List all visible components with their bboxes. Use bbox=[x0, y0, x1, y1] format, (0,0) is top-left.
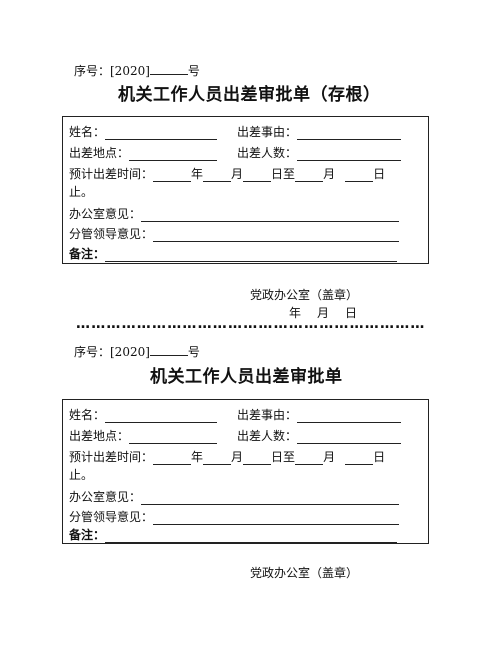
leader-opinion-label: 分管领导意见： bbox=[69, 510, 154, 524]
row-office: 办公室意见： bbox=[69, 205, 400, 222]
row-leader: 分管领导意见： bbox=[69, 225, 400, 242]
row-name-reason: 姓名： 出差事由： bbox=[69, 123, 402, 140]
day-end-field[interactable] bbox=[345, 452, 374, 465]
stop-label: 止。 bbox=[69, 185, 94, 199]
name-label: 姓名： bbox=[69, 125, 106, 139]
month2-label: 月 bbox=[323, 167, 336, 181]
remark-label: 备注： bbox=[69, 247, 106, 261]
name-field[interactable] bbox=[105, 127, 218, 140]
date-day: 日 bbox=[345, 306, 358, 320]
day-field[interactable] bbox=[243, 169, 272, 182]
count-field[interactable] bbox=[297, 431, 402, 444]
year-label: 年 bbox=[191, 450, 204, 464]
date-month: 月 bbox=[317, 306, 330, 320]
row-stop: 止。 bbox=[69, 466, 93, 483]
row-remark: 备注： bbox=[69, 526, 398, 543]
day-end-label: 日 bbox=[373, 450, 386, 464]
count-label: 出差人数： bbox=[237, 429, 298, 443]
location-label: 出差地点： bbox=[69, 429, 130, 443]
reason-label: 出差事由： bbox=[237, 408, 298, 422]
year-field[interactable] bbox=[153, 452, 192, 465]
row-location-count: 出差地点： 出差人数： bbox=[69, 427, 402, 444]
date-year: 年 bbox=[289, 306, 302, 320]
row-name-reason: 姓名： 出差事由： bbox=[69, 406, 402, 423]
office-opinion-label: 办公室意见： bbox=[69, 490, 142, 504]
leader-opinion-label: 分管领导意见： bbox=[69, 227, 154, 241]
serial-suffix: 号 bbox=[187, 345, 200, 359]
serial-suffix: 号 bbox=[187, 64, 200, 78]
form-box: 姓名： 出差事由： 出差地点： 出差人数： 预计出差时间： 年 月 日至 月 日 止。 办公室… bbox=[62, 399, 429, 544]
form-title: 机关工作人员出差审批单 bbox=[150, 367, 343, 387]
serial-blank[interactable] bbox=[149, 63, 188, 75]
month2-label: 月 bbox=[323, 450, 336, 464]
count-field[interactable] bbox=[297, 148, 402, 161]
office-opinion-field[interactable] bbox=[141, 209, 400, 222]
serial-label: 序号：[2020] bbox=[74, 345, 150, 359]
row-leader: 分管领导意见： bbox=[69, 508, 400, 525]
leader-opinion-field[interactable] bbox=[153, 229, 400, 242]
time-label: 预计出差时间： bbox=[69, 167, 154, 181]
day-to-label: 日至 bbox=[271, 450, 296, 464]
cut-line: …………………………………………………………… bbox=[76, 316, 426, 332]
name-label: 姓名： bbox=[69, 408, 106, 422]
location-label: 出差地点： bbox=[69, 146, 130, 160]
year-field[interactable] bbox=[153, 169, 192, 182]
year-label: 年 bbox=[191, 167, 204, 181]
reason-label: 出差事由： bbox=[237, 125, 298, 139]
month2-field[interactable] bbox=[295, 452, 324, 465]
month2-field[interactable] bbox=[295, 169, 324, 182]
day-end-label: 日 bbox=[373, 167, 386, 181]
row-stop: 止。 bbox=[69, 183, 93, 200]
location-field[interactable] bbox=[129, 431, 218, 444]
row-location-count: 出差地点： 出差人数： bbox=[69, 144, 402, 161]
leader-opinion-field[interactable] bbox=[153, 512, 400, 525]
day-to-label: 日至 bbox=[271, 167, 296, 181]
stamp-text: 党政办公室（盖章） bbox=[250, 288, 359, 302]
day-field[interactable] bbox=[243, 452, 272, 465]
stamp-text: 党政办公室（盖章） bbox=[250, 566, 359, 580]
month-field[interactable] bbox=[203, 452, 232, 465]
stamp-date: 年月日 bbox=[289, 304, 357, 321]
row-office: 办公室意见： bbox=[69, 488, 400, 505]
serial-number: 序号：[2020] 号 bbox=[74, 343, 200, 360]
form-box: 姓名： 出差事由： 出差地点： 出差人数： 预计出差时间： 年 月 日至 月 日 止。 办公室… bbox=[62, 116, 429, 264]
month-field[interactable] bbox=[203, 169, 232, 182]
serial-label: 序号：[2020] bbox=[74, 64, 150, 78]
serial-blank[interactable] bbox=[149, 344, 188, 356]
row-remark: 备注： bbox=[69, 245, 398, 262]
remark-label: 备注： bbox=[69, 528, 106, 542]
month-label: 月 bbox=[231, 167, 244, 181]
time-label: 预计出差时间： bbox=[69, 450, 154, 464]
day-end-field[interactable] bbox=[345, 169, 374, 182]
stop-label: 止。 bbox=[69, 468, 94, 482]
serial-number: 序号：[2020] 号 bbox=[74, 62, 200, 79]
reason-field[interactable] bbox=[297, 410, 402, 423]
office-opinion-label: 办公室意见： bbox=[69, 207, 142, 221]
remark-field[interactable] bbox=[105, 530, 398, 543]
name-field[interactable] bbox=[105, 410, 218, 423]
row-time: 预计出差时间： 年 月 日至 月 日 bbox=[69, 448, 385, 465]
reason-field[interactable] bbox=[297, 127, 402, 140]
form-title: 机关工作人员出差审批单（存根） bbox=[118, 85, 381, 105]
month-label: 月 bbox=[231, 450, 244, 464]
remark-field[interactable] bbox=[105, 249, 398, 262]
location-field[interactable] bbox=[129, 148, 218, 161]
count-label: 出差人数： bbox=[237, 146, 298, 160]
row-time: 预计出差时间： 年 月 日至 月 日 bbox=[69, 165, 385, 182]
office-opinion-field[interactable] bbox=[141, 492, 400, 505]
